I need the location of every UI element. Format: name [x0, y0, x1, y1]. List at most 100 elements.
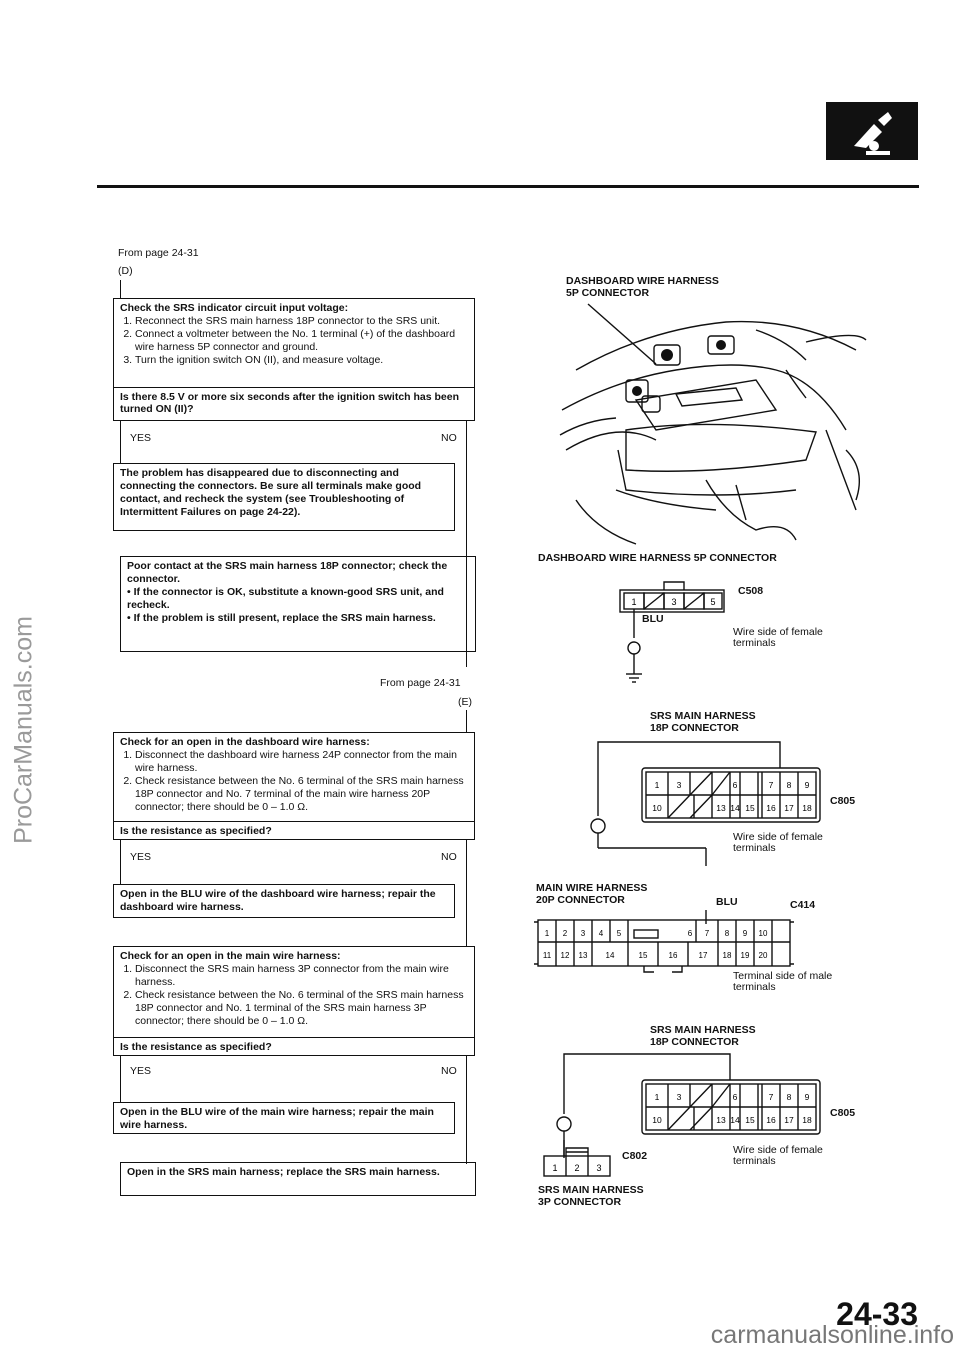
pin3p-2: 2 [574, 1163, 579, 1173]
pin18u-9: 9 [805, 780, 810, 790]
wire-side-5p-2: terminals [733, 637, 776, 649]
pin18l-18: 18 [802, 1115, 812, 1125]
pin20-20: 20 [759, 951, 768, 960]
box6-title: Check for an open in the main wire harne… [120, 950, 341, 962]
box6-question: Is the resistance as specified? [113, 1038, 475, 1056]
check-main-harness-box: Check for an open in the main wire harne… [113, 946, 475, 1038]
pin20-17: 17 [699, 951, 708, 960]
pin18u-1: 1 [655, 780, 660, 790]
srs-18p-connector-lower: 1 3 6 7 8 9 10 13 14 15 16 17 18 [556, 1053, 821, 1158]
srs18-upper-1: SRS MAIN HARNESS [650, 710, 756, 722]
box6-step-1: Disconnect the SRS main harness 3P conne… [135, 963, 468, 989]
wire-side-5p-1: Wire side of female [733, 626, 823, 638]
pin18l-17: 17 [784, 1115, 794, 1125]
box3-bullet-1: If the connector is OK, substitute a kno… [127, 586, 469, 612]
srs3-label-1: SRS MAIN HARNESS [538, 1184, 644, 1196]
main-20p-connector: 1 2 3 4 5 6 7 8 9 10 11 12 13 14 15 16 1… [534, 910, 794, 973]
box3-title: Poor contact at the SRS main harness 18P… [127, 560, 448, 585]
box4-title: Check for an open in the dashboard wire … [120, 736, 370, 748]
wire-side-label-18l: Wire side of female terminals [733, 1145, 823, 1167]
no-label-2: NO [441, 851, 457, 863]
pin20-19: 19 [741, 951, 750, 960]
pin20-5: 5 [617, 929, 622, 938]
pin18u-3: 3 [677, 780, 682, 790]
srs18-lower-1: SRS MAIN HARNESS [650, 1024, 756, 1036]
pin-5p-5: 5 [710, 597, 715, 607]
srs18-label-upper: SRS MAIN HARNESS 18P CONNECTOR [650, 710, 756, 734]
c805-label-lower: C805 [830, 1107, 856, 1119]
pin20-8: 8 [725, 929, 730, 938]
srs18-lower-2: 18P CONNECTOR [650, 1036, 739, 1048]
pin18u-14: 14 [730, 803, 740, 813]
open-blu-dashboard-box: Open in the BLU wire of the dashboard wi… [113, 884, 455, 918]
box6-step-2: Check resistance between the No. 6 termi… [135, 989, 468, 1028]
pin20-6: 6 [688, 929, 693, 938]
pin18u-7: 7 [769, 780, 774, 790]
pin20-9: 9 [743, 929, 748, 938]
terminal-side-label: Terminal side of male terminals [733, 971, 832, 993]
yes-label-2: YES [130, 851, 152, 863]
srs18-label-lower: SRS MAIN HARNESS 18P CONNECTOR [650, 1024, 756, 1048]
check-input-voltage-box: Check the SRS indicator circuit input vo… [113, 298, 475, 388]
open-blu-main-box: Open in the BLU wire of the main wire ha… [113, 1102, 455, 1134]
pin18u-15: 15 [745, 803, 755, 813]
from-page-d-ref: (D) [118, 265, 133, 277]
wire-side-18u-2: terminals [733, 842, 776, 854]
page-number: 24-33 [836, 1296, 918, 1332]
box4-question: Is the resistance as specified? [113, 822, 475, 840]
terminal-side-1: Terminal side of male [733, 970, 833, 982]
pin18l-9: 9 [805, 1092, 810, 1102]
yes-label-3: YES [130, 1065, 152, 1077]
pin18l-15: 15 [745, 1115, 755, 1125]
dashboard-illustration [559, 303, 867, 545]
srs3-label-2: 3P CONNECTOR [538, 1196, 622, 1208]
box1-step-3: Turn the ignition switch ON (II), and me… [135, 354, 468, 367]
terminal-side-2: terminals [733, 981, 776, 993]
watermark-text: ProCarManuals.com [9, 616, 38, 844]
from-page-d: From page 24-31 [118, 247, 199, 259]
header-rule [97, 185, 919, 188]
no-label-1: NO [441, 432, 457, 444]
main20-1: MAIN WIRE HARNESS [536, 882, 648, 894]
srs3-label: SRS MAIN HARNESS 3P CONNECTOR [538, 1184, 644, 1208]
pin18l-8: 8 [787, 1092, 792, 1102]
main20-label: MAIN WIRE HARNESS 20P CONNECTOR [536, 882, 647, 906]
check-dashboard-harness-box: Check for an open in the dashboard wire … [113, 732, 475, 822]
wire-side-18l-2: terminals [733, 1155, 776, 1167]
open-srs-main-box: Open in the SRS main harness; replace th… [120, 1162, 476, 1196]
box4-step-1: Disconnect the dashboard wire harness 24… [135, 749, 468, 775]
pin18u-17: 17 [784, 803, 794, 813]
main20-2: 20P CONNECTOR [536, 894, 625, 906]
poor-contact-box: Poor contact at the SRS main harness 18P… [120, 556, 476, 652]
pin20-12: 12 [561, 951, 570, 960]
pin20-10: 10 [759, 929, 768, 938]
box1-step-2: Connect a voltmeter between the No. 1 te… [135, 328, 468, 354]
srs18-upper-2: 18P CONNECTOR [650, 722, 739, 734]
blu-label-20p: BLU [716, 896, 738, 908]
c802-label: C802 [622, 1150, 648, 1162]
pin18u-6: 6 [733, 780, 738, 790]
dashboard-5p-connector: 1 3 5 [619, 581, 725, 683]
footer-url: carmanualsonline.info [710, 1321, 954, 1349]
pin18l-13: 13 [716, 1115, 726, 1125]
pin18u-10: 10 [652, 803, 662, 813]
pin20-7: 7 [705, 929, 710, 938]
watermark: ProCarManuals.com [4, 470, 44, 990]
from-page-e-ref: (E) [458, 696, 472, 708]
pin20-11: 11 [543, 951, 552, 960]
pin18l-14: 14 [730, 1115, 740, 1125]
srs-section-icon [826, 102, 918, 160]
pin18u-18: 18 [802, 803, 812, 813]
c508-label: C508 [738, 585, 764, 597]
c414-label: C414 [790, 899, 816, 911]
pin20-18: 18 [723, 951, 732, 960]
box4-step-2: Check resistance between the No. 6 termi… [135, 775, 468, 814]
dash-top-label: DASHBOARD WIRE HARNESS 5P CONNECTOR [566, 275, 719, 299]
srs-18p-connector-upper: 1 3 6 7 8 9 10 13 14 15 16 17 18 [590, 741, 821, 866]
pin20-13: 13 [579, 951, 588, 960]
pin20-2: 2 [563, 929, 568, 938]
pin20-15: 15 [639, 951, 648, 960]
pin18l-1: 1 [655, 1092, 660, 1102]
intermittent-problem-box: The problem has disappeared due to disco… [113, 463, 455, 531]
dash-top-label-2: 5P CONNECTOR [566, 287, 650, 299]
